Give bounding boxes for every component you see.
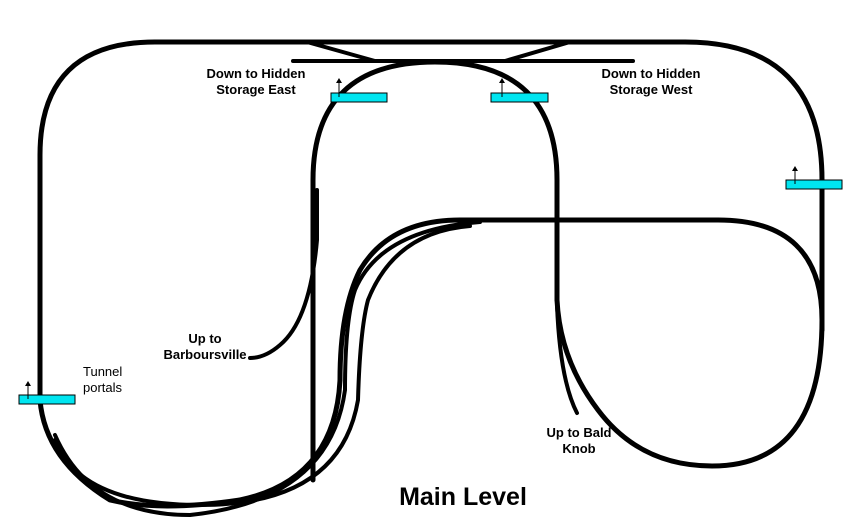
label-line: Down to Hidden [601,66,701,81]
outer-loop-track [152,39,825,333]
label-line: Barboursville [163,347,247,362]
right-return-loop-track [457,217,825,469]
label-line: Storage East [216,82,296,97]
portal-right [785,166,843,190]
label-line: Up to Bald [546,425,612,440]
barboursville-branch-track [248,188,319,360]
label-line: Knob [562,441,596,456]
arrow-up-icon [792,166,798,171]
bald-knob-branch-track [555,303,579,415]
outer-left-track [37,39,243,509]
label-line: portals [83,380,123,395]
portal-left [18,381,76,405]
s-curve-inner-track [53,224,472,508]
label-hidden-storage-west: Down to Hidden Storage West [590,66,712,98]
tunnel-portal-icon [18,394,76,405]
tunnel-portal-icon [785,179,843,190]
label-barboursville: Up to Barboursville [153,331,257,363]
diagram-title: Main Level [399,483,527,511]
arrow-up-icon [499,78,505,83]
tunnel-portal-icon [330,92,388,103]
inner-hairpin-track [310,59,560,483]
arrow-up-icon [336,78,342,83]
label-line: Down to Hidden [206,66,306,81]
label-tunnel-portals: Tunnel portals [83,364,143,396]
tunnel-portal-icon [490,92,549,103]
crossover-right-track [503,40,572,63]
portal-hidden-west [490,78,549,103]
label-hidden-storage-east: Down to Hidden Storage East [195,66,317,98]
s-curve-outer-track [237,217,463,503]
label-line: Up to [188,331,222,346]
portal-hidden-east [330,78,388,103]
arrow-up-icon [25,381,31,386]
label-bald-knob: Up to Bald Knob [536,425,622,457]
s-curve-mid-track [53,220,482,518]
label-line: Tunnel [83,364,123,379]
crossover-left-track [305,40,377,63]
label-line: Storage West [609,82,693,97]
